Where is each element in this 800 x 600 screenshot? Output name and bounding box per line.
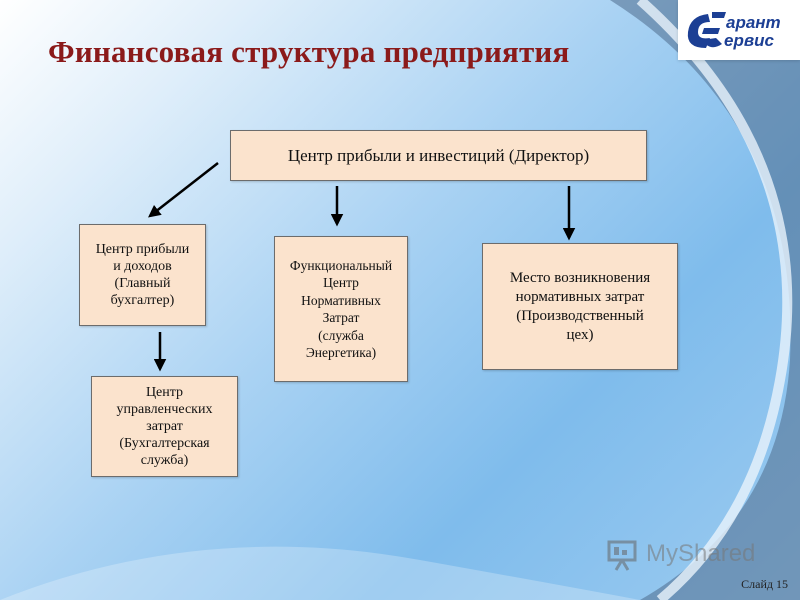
node-profit-income-center: Центр прибыли и доходов (Главный бухгалт… [79,224,206,326]
logo-mark-icon [687,12,726,48]
slide-title: Финансовая структура предприятия [48,34,570,69]
presentation-icon [607,540,637,571]
node-management-cost-center: Центр управленческих затрат (Бухгалтерск… [91,376,238,477]
watermark-text: MyShared [646,540,756,567]
logo-text-line1: арант [726,13,781,32]
slide-number: Слайд 15 [741,577,788,591]
arrow-root-to-income [148,162,219,218]
company-logo: арант ервис [678,0,800,60]
watermark: MyShared [606,538,766,574]
node-functional-cost-center: Функциональный Центр Нормативных Затрат … [274,236,408,382]
node-profit-investment-center: Центр прибыли и инвестиций (Директор) [230,130,647,181]
node-cost-origin-place: Место возникновения нормативных затрат (… [482,243,678,370]
logo-text-line2: ервис [724,31,774,50]
